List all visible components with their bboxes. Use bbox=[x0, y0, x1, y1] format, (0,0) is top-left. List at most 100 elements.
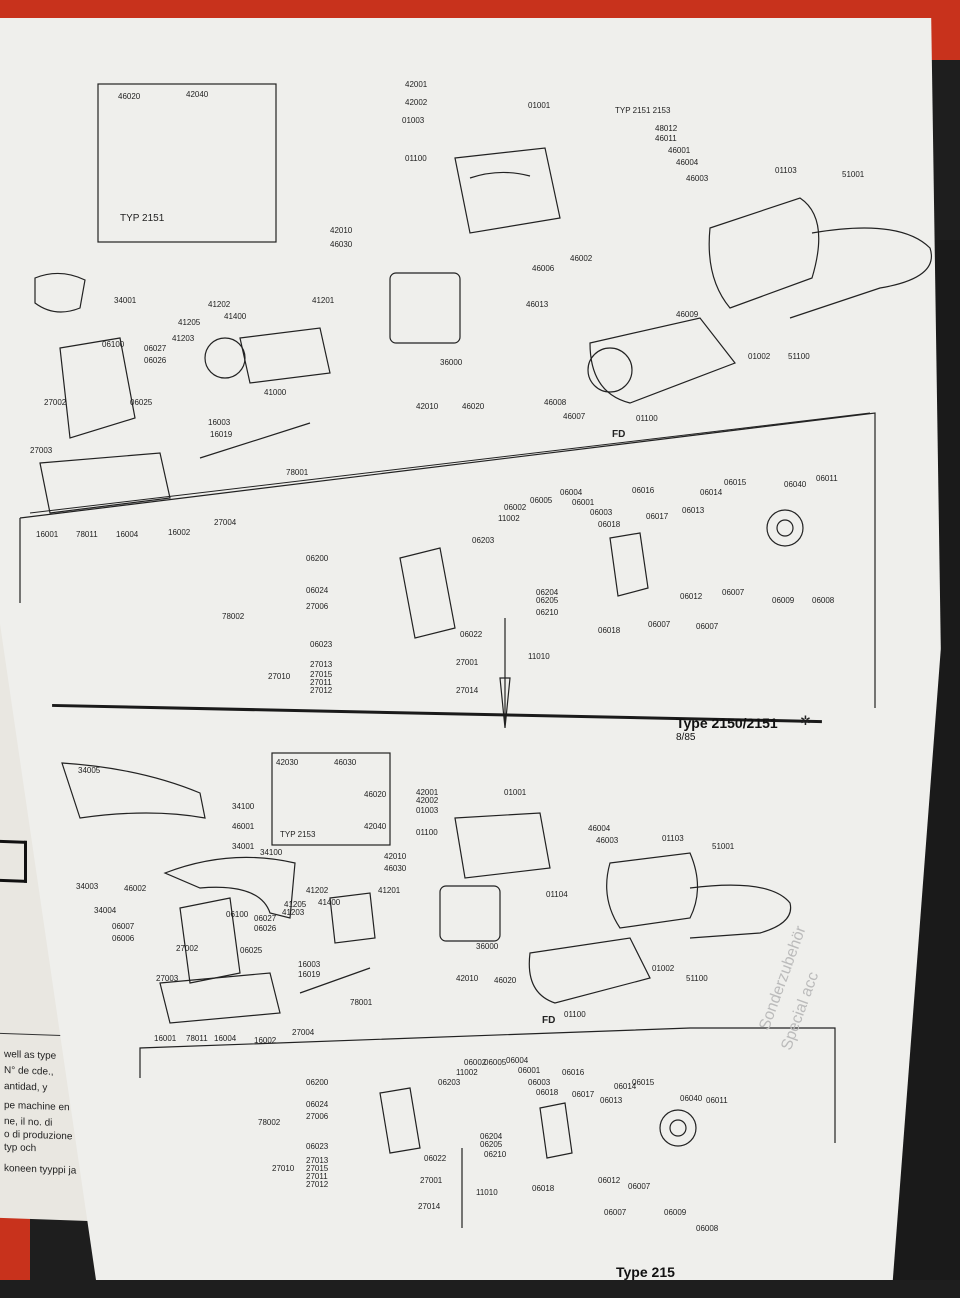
part-number: 78001 bbox=[286, 468, 309, 477]
part-number: 41000 bbox=[264, 388, 287, 397]
part-number: 27015 bbox=[306, 1164, 329, 1173]
part-number: 06023 bbox=[310, 640, 333, 649]
part-number: 16001 bbox=[154, 1034, 177, 1043]
part-number: 06100 bbox=[226, 910, 249, 919]
part-number: 06007 bbox=[604, 1208, 627, 1217]
part-number: 27004 bbox=[292, 1028, 315, 1037]
part-number: 06024 bbox=[306, 1100, 329, 1109]
part-number: 42001 bbox=[416, 788, 439, 797]
part-number: 01002 bbox=[748, 352, 771, 361]
part-number: 01100 bbox=[564, 1010, 586, 1019]
part-number: 01103 bbox=[775, 166, 797, 175]
part-number: 42010 bbox=[416, 402, 439, 411]
part-number: 06003 bbox=[528, 1078, 551, 1087]
part-number: 41203 bbox=[172, 334, 195, 343]
part-number: 06200 bbox=[306, 554, 329, 563]
part-number: 06001 bbox=[572, 498, 595, 507]
part-number: 46009 bbox=[676, 310, 699, 319]
part-number: 16002 bbox=[168, 528, 191, 537]
part-number: 46030 bbox=[384, 864, 407, 873]
part-number: 06203 bbox=[472, 536, 495, 545]
part-number: 11010 bbox=[476, 1188, 498, 1197]
part-number: 46004 bbox=[588, 824, 611, 833]
part-number: 06007 bbox=[696, 622, 719, 631]
part-number: 27010 bbox=[272, 1164, 295, 1173]
part-number: 06026 bbox=[254, 924, 277, 933]
part-number: 06017 bbox=[646, 512, 669, 521]
part-number: 01002 bbox=[652, 964, 675, 973]
part-number: 16003 bbox=[298, 960, 321, 969]
part-number: 46030 bbox=[334, 758, 357, 767]
part-number: 01003 bbox=[416, 806, 439, 815]
part-number: 06015 bbox=[632, 1078, 655, 1087]
part-number: 42002 bbox=[405, 98, 428, 107]
part-number: 06007 bbox=[628, 1182, 651, 1191]
part-number: 46001 bbox=[232, 822, 255, 831]
part-number: 06025 bbox=[240, 946, 263, 955]
part-number: 78011 bbox=[186, 1034, 208, 1043]
part-number: 46013 bbox=[526, 300, 549, 309]
part-number: 48012 bbox=[655, 124, 678, 133]
type-title-top: Type 2150/2151 bbox=[676, 715, 778, 731]
part-number: 06027 bbox=[144, 344, 167, 353]
part-number: 06007 bbox=[722, 588, 745, 597]
part-number: 06011 bbox=[706, 1096, 728, 1105]
part-number: 06001 bbox=[518, 1066, 541, 1075]
part-number: 42040 bbox=[186, 90, 209, 99]
part-number: 16001 bbox=[36, 530, 59, 539]
part-number: 06204 bbox=[536, 588, 559, 597]
part-number: 41201 bbox=[378, 886, 401, 895]
part-number: 41400 bbox=[224, 312, 247, 321]
part-number: 06204 bbox=[480, 1132, 503, 1141]
part-number: 42040 bbox=[364, 822, 387, 831]
part-number: 46020 bbox=[118, 92, 141, 101]
part-number: 46008 bbox=[544, 398, 567, 407]
asterisk-logo-icon: ✲ bbox=[800, 713, 811, 728]
part-number: 27013 bbox=[306, 1156, 329, 1165]
part-number: 16004 bbox=[116, 530, 139, 539]
part-number: 06100 bbox=[102, 340, 125, 349]
part-number: 06017 bbox=[572, 1090, 595, 1099]
part-number: 78002 bbox=[222, 612, 245, 621]
part-number: 06006 bbox=[112, 934, 135, 943]
part-number: 27002 bbox=[176, 944, 199, 953]
part-number: 06013 bbox=[600, 1096, 623, 1105]
part-number: 27014 bbox=[456, 686, 479, 695]
part-number: 06002 bbox=[504, 503, 527, 512]
type-range-label: TYP 2151 2153 bbox=[615, 106, 671, 115]
part-number: 41201 bbox=[312, 296, 335, 305]
part-number: 51001 bbox=[712, 842, 735, 851]
parts-diagram-sheet: 46020 42040 TYP 2151 42001 42002 01003 0… bbox=[0, 18, 941, 1280]
part-number: 42010 bbox=[456, 974, 479, 983]
part-number: 78002 bbox=[258, 1118, 281, 1127]
part-number: 51100 bbox=[686, 974, 708, 983]
part-number: 01103 bbox=[662, 834, 684, 843]
part-number: 06012 bbox=[680, 592, 703, 601]
part-number: 16019 bbox=[210, 430, 233, 439]
part-number: 41205 bbox=[178, 318, 201, 327]
part-number: 27006 bbox=[306, 602, 329, 611]
part-number: 06012 bbox=[598, 1176, 621, 1185]
part-number: 34001 bbox=[114, 296, 137, 305]
part-number: 06005 bbox=[484, 1058, 507, 1067]
part-number: 06007 bbox=[648, 620, 671, 629]
part-number: 46020 bbox=[462, 402, 485, 411]
part-number: 06026 bbox=[144, 356, 167, 365]
part-number: 06016 bbox=[632, 486, 655, 495]
part-number: 06005 bbox=[530, 496, 553, 505]
part-number: 06203 bbox=[438, 1078, 461, 1087]
part-number: 34100 bbox=[232, 802, 255, 811]
part-number: 42002 bbox=[416, 796, 439, 805]
part-number: 16019 bbox=[298, 970, 321, 979]
part-number: 06003 bbox=[590, 508, 613, 517]
part-number: 06007 bbox=[112, 922, 135, 931]
part-number: 06008 bbox=[812, 596, 835, 605]
part-number: 06002 bbox=[464, 1058, 487, 1067]
part-number: 46020 bbox=[364, 790, 387, 799]
part-number: 34003 bbox=[76, 882, 99, 891]
fd-label-bottom: FD bbox=[542, 1015, 556, 1026]
part-number: 06018 bbox=[536, 1088, 559, 1097]
part-number: 06205 bbox=[536, 596, 559, 605]
part-number: 06009 bbox=[664, 1208, 687, 1217]
part-number: 16003 bbox=[208, 418, 231, 427]
